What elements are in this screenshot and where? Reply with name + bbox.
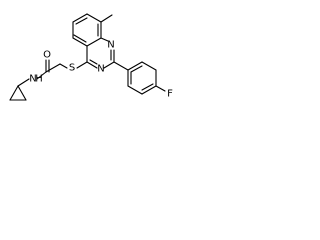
atom-label-h-amide: H — [35, 74, 43, 85]
bond-carbonyl-ch2 — [45, 63, 61, 73]
atom-label-f: F — [167, 89, 173, 100]
bond-c-f — [155, 85, 166, 92]
bond-s-c4 — [76, 61, 88, 69]
benzo-ring — [72, 13, 102, 47]
cyclopropyl-ring — [9, 85, 27, 101]
atom-label-n-amide: N — [29, 74, 36, 85]
atom-label-s: S — [69, 63, 75, 74]
atom-label-n1: N — [107, 40, 114, 51]
atom-label-n3: N — [97, 64, 104, 75]
bond-n-carbonyl — [36, 71, 47, 80]
chemical-structure-diagram: O N H S N N F — [9, 13, 173, 101]
bond-methyl — [100, 14, 113, 23]
bond-ch2-s — [59, 63, 68, 69]
fluorophenyl-ring — [127, 61, 157, 95]
bond-c2-phenyl — [113, 61, 129, 71]
pyrimidine-ring — [86, 37, 115, 69]
atom-label-o: O — [43, 50, 51, 61]
bond-cyclopropyl-n — [17, 78, 30, 87]
